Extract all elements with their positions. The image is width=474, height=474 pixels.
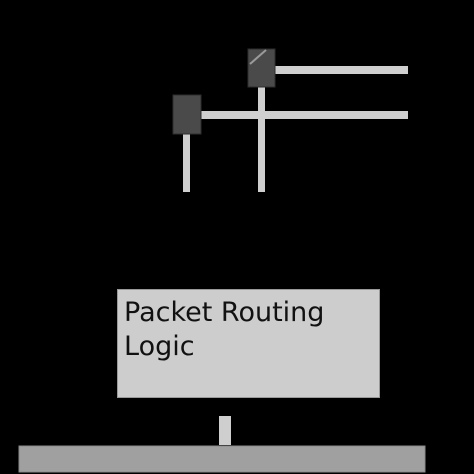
switch-node-left: [172, 94, 202, 135]
wire-left-switch-vertical: [183, 132, 190, 192]
wire-top-horizontal: [274, 66, 408, 74]
routing-logic-block: Packet Routing Logic: [117, 289, 380, 398]
switch-node-top: [247, 48, 276, 88]
wire-middle-horizontal: [200, 111, 408, 119]
base-bus: [18, 445, 426, 473]
routing-logic-label: Packet Routing Logic: [124, 296, 374, 364]
connector-stub: [219, 416, 231, 445]
routing-logic-line2: Logic: [124, 331, 195, 362]
wire-top-switch-vertical: [258, 86, 265, 192]
switch-diagonal-mark: [249, 49, 267, 65]
routing-logic-line1: Packet Routing: [124, 297, 325, 328]
